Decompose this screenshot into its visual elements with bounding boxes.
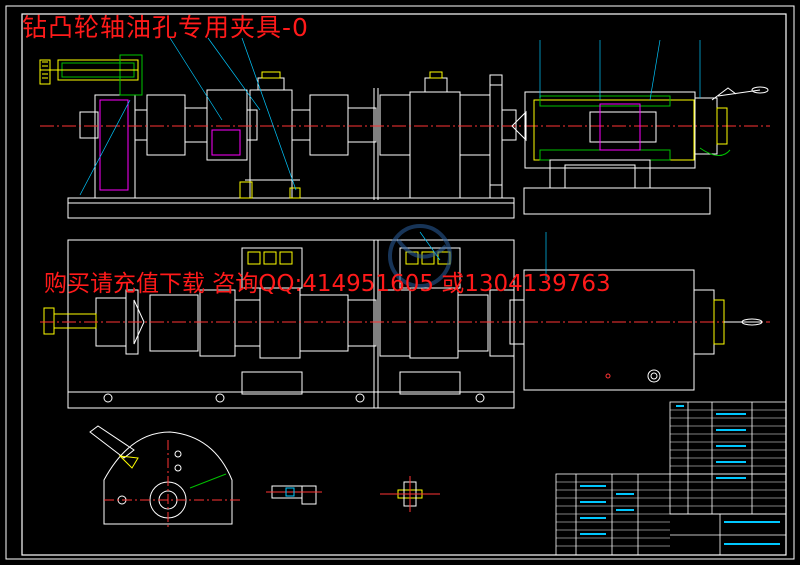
- detail-view-b: [380, 476, 440, 512]
- front-view: [39, 54, 770, 219]
- bom-cell-text: [580, 405, 780, 545]
- section-view-cam: [89, 425, 240, 530]
- lever-handle-icon: [711, 86, 769, 101]
- handwheel-icon: [39, 59, 51, 85]
- handwheel-icon: [43, 307, 55, 335]
- bom-rows: [556, 409, 786, 547]
- front-base-plate: [67, 197, 515, 219]
- lever-handle-icon: [89, 425, 139, 469]
- tailstock-section: [511, 86, 769, 215]
- v-block-1: [249, 89, 293, 199]
- download-banner: 购买请充值下载 咨询QQ:414951605 或1304139763: [44, 271, 611, 297]
- leader-lines: [79, 37, 701, 280]
- drawing-title: 钻凸轮轴油孔专用夹具-0: [22, 13, 309, 42]
- inner-frame: [21, 13, 787, 556]
- watermark-logo-icon: [388, 224, 452, 288]
- detail-view-a: [266, 485, 322, 505]
- v-block-2: [409, 91, 461, 199]
- top-view: [40, 239, 770, 409]
- left-support: [94, 94, 136, 199]
- title-block: [555, 401, 787, 556]
- outer-frame: [5, 5, 795, 560]
